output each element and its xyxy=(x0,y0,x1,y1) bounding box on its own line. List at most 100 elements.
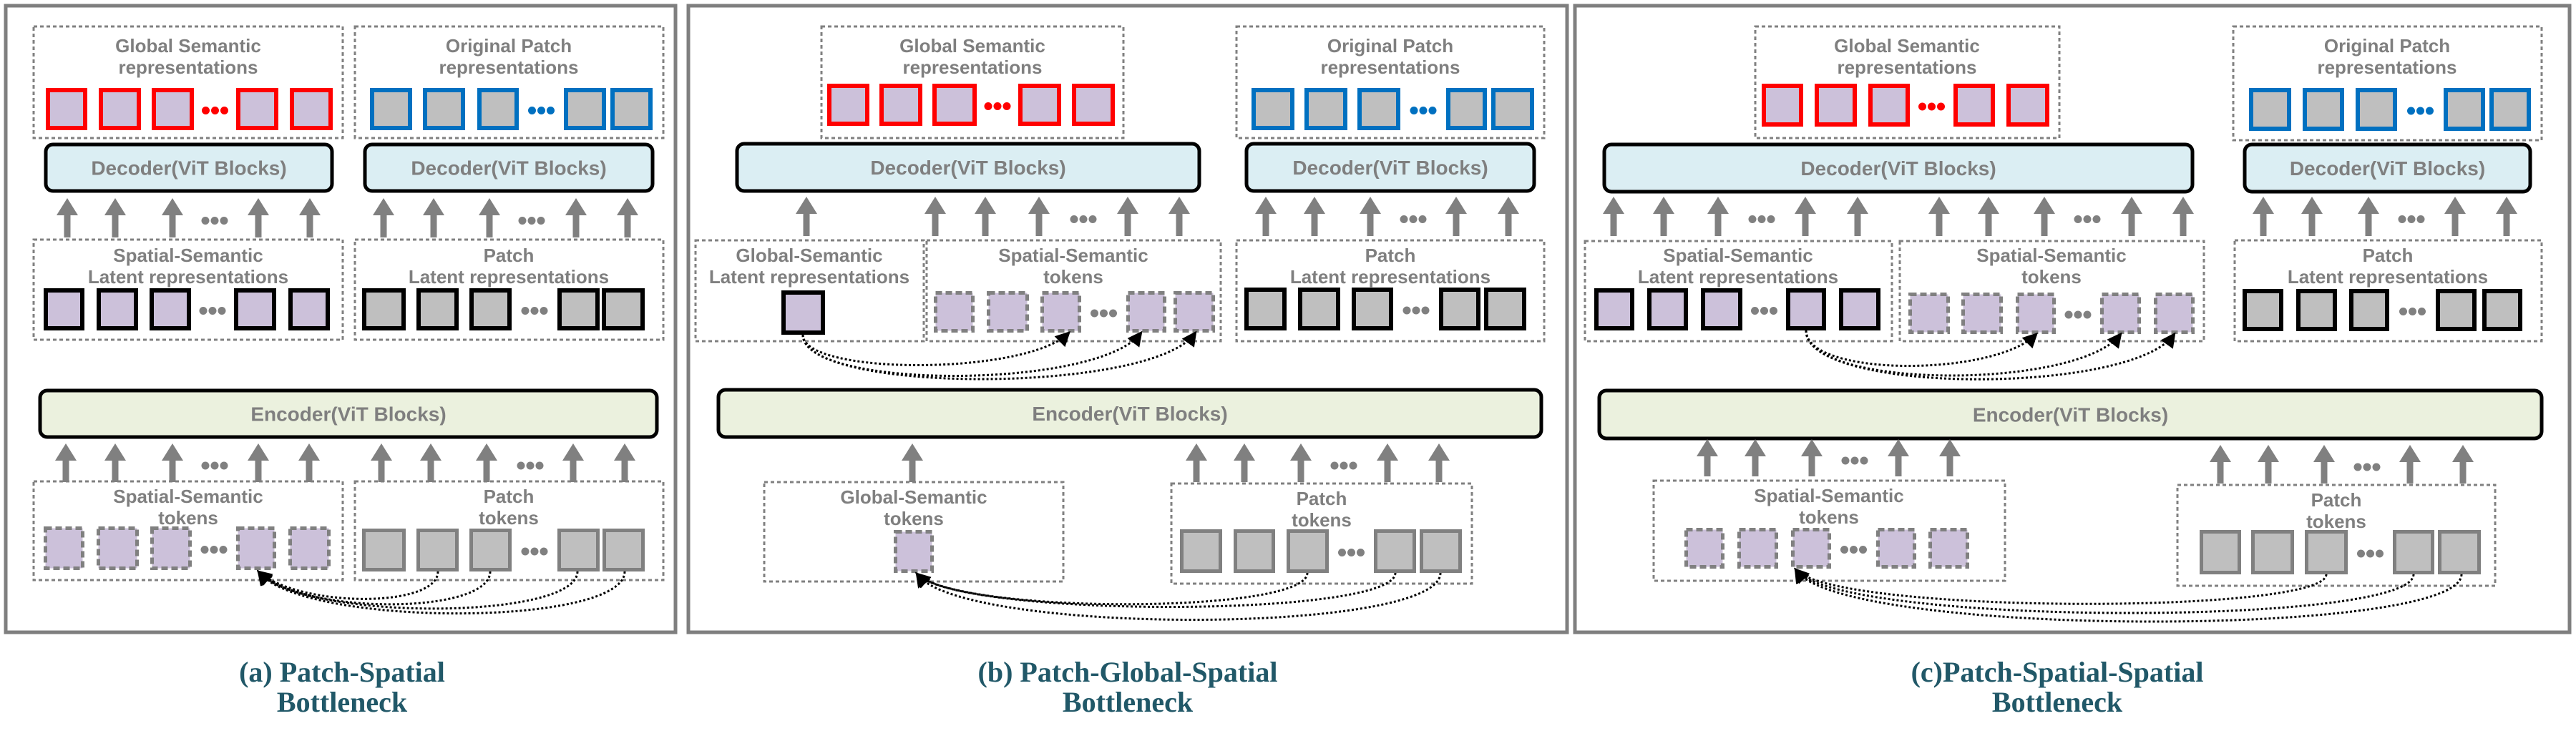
token-patch-cell xyxy=(557,529,600,571)
recon-semantic-cell xyxy=(1018,84,1061,126)
decoder-semantic-label: Decoder(ViT Blocks) xyxy=(870,157,1065,179)
up-arrow-icon xyxy=(2301,197,2323,236)
group-box xyxy=(820,25,1125,139)
group-box xyxy=(2233,239,2543,343)
group-label-line-1: Original Patch xyxy=(1327,35,1453,57)
group-box xyxy=(1652,479,2006,582)
ellipsis-dot xyxy=(535,461,544,470)
ellipsis-dot xyxy=(1760,307,1768,315)
encoder-label: Encoder(ViT Blocks) xyxy=(250,403,446,426)
arrow-head xyxy=(2210,445,2231,462)
ellipsis-dot xyxy=(2398,215,2406,223)
ellipsis-dot xyxy=(1088,215,1097,223)
latent-cells xyxy=(362,288,645,330)
ellipsis-dot xyxy=(1419,107,1428,114)
token-semantic-cell xyxy=(1876,528,1916,569)
up-arrow-row xyxy=(2210,445,2474,484)
decoder-semantic-box xyxy=(44,142,334,193)
ellipsis-dot xyxy=(2426,107,2434,115)
up-arrow-icon xyxy=(924,197,946,236)
latent-patch-cell xyxy=(557,288,600,330)
up-arrow-icon xyxy=(299,198,321,237)
recon-semantic-cell xyxy=(932,84,977,126)
arrow-head xyxy=(614,443,635,461)
ellipsis-icon xyxy=(202,107,228,114)
group-label-line-2: Latent representations xyxy=(88,266,288,288)
arrow-head xyxy=(1428,443,1450,461)
recon-patch-cell xyxy=(2303,88,2344,131)
up-arrow-icon xyxy=(1888,439,1909,476)
ellipsis-dot xyxy=(2372,463,2381,471)
group-box xyxy=(694,239,925,343)
token-semantic-cell xyxy=(1040,291,1081,333)
ellipsis-icon xyxy=(1748,215,1775,223)
up-arrow-icon xyxy=(479,198,500,237)
latent-semantic-cell xyxy=(288,288,330,330)
up-arrow-icon xyxy=(2496,197,2517,236)
ellipsis-dot xyxy=(528,107,536,114)
up-arrow-icon xyxy=(975,197,996,236)
decoder-patch-label: Decoder(ViT Blocks) xyxy=(1292,157,1488,179)
token-semantic-cell xyxy=(2154,293,2195,334)
ellipsis-dot xyxy=(201,217,210,225)
group-label-line-1: Original Patch xyxy=(2324,35,2450,57)
group-label-line-2: Latent representations xyxy=(1290,266,1491,288)
ellipsis-dot xyxy=(1409,215,1418,223)
ellipsis-dot xyxy=(2083,310,2092,319)
arrow-head xyxy=(1290,443,1312,461)
latent-patch-cell xyxy=(2243,289,2283,331)
arrow-head xyxy=(162,198,183,215)
recon-semantic-cell xyxy=(1868,84,1910,127)
latent-patch-cell xyxy=(2482,289,2522,331)
up-arrow-icon xyxy=(2258,445,2279,484)
ellipsis-icon xyxy=(517,461,544,470)
recon-semantic-cell xyxy=(1762,84,1803,127)
ellipsis-dot xyxy=(2083,215,2092,223)
up-arrow-icon xyxy=(2121,197,2142,236)
encoder-box xyxy=(38,388,659,439)
latent-patch-cell xyxy=(1439,288,1480,330)
arrow-head xyxy=(2121,197,2142,214)
ellipsis-dot xyxy=(1770,307,1777,315)
group-box xyxy=(32,480,344,582)
ellipsis-dot xyxy=(2092,215,2101,223)
decoder-patch-box xyxy=(1244,142,1536,193)
ellipsis-dot xyxy=(210,546,218,554)
ellipsis-icon xyxy=(521,307,548,315)
arrow-head xyxy=(1707,197,1729,214)
token-semantic-cell xyxy=(894,530,934,573)
up-arrow-icon xyxy=(2253,197,2274,236)
up-arrow-icon xyxy=(2034,197,2055,236)
up-arrow-icon xyxy=(1377,443,1398,482)
group-label-line-2: tokens xyxy=(1292,509,1352,531)
up-arrow-icon xyxy=(423,198,444,237)
group-box xyxy=(763,481,1065,583)
latent-patch-cell xyxy=(2349,289,2389,331)
group-label-line-2: Latent representations xyxy=(2288,266,2488,288)
arrow-head xyxy=(1028,197,1050,214)
token-cells xyxy=(934,291,1215,333)
group-label-line-2: Latent representations xyxy=(1638,266,1838,288)
recon-patch-cell xyxy=(1357,88,1400,130)
arrow-head xyxy=(373,198,394,215)
up-arrow-icon xyxy=(1795,197,1816,236)
latent-cells xyxy=(781,290,825,335)
latent-semantic-cell xyxy=(150,288,191,330)
group-label-line-2: tokens xyxy=(2021,266,2082,288)
arrow-head xyxy=(2496,197,2517,214)
ellipsis-icon xyxy=(1410,107,1437,114)
ellipsis-dot xyxy=(1338,549,1346,556)
arrow-head xyxy=(1939,439,1961,456)
ellipsis-dot xyxy=(1091,309,1098,318)
arrow-head xyxy=(1603,197,1624,214)
up-arrow-row xyxy=(902,443,923,482)
group-box xyxy=(353,25,665,139)
up-arrow-icon xyxy=(57,198,78,237)
arrow-head xyxy=(1928,197,1950,214)
